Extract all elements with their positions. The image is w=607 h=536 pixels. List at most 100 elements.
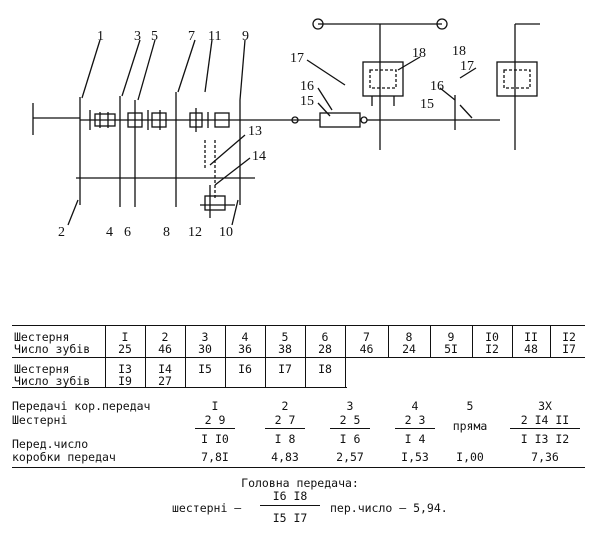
table1-teeth: 30	[198, 342, 212, 356]
table1-gear: I0	[485, 330, 499, 344]
table2-teeth: 27	[158, 374, 172, 388]
callout-7: 7	[188, 29, 195, 44]
table3-label-gearbox: Передачі кор.передач	[12, 399, 151, 413]
table3-ratio: 4,83	[271, 450, 299, 464]
table3-ratio: 7,8I	[201, 450, 229, 464]
table1-gear: 5	[281, 330, 289, 344]
table3-pair-bottom: I I3 I2	[520, 432, 570, 446]
table1-gear: I2	[562, 330, 576, 344]
table1-label-gear: Шестерня	[14, 330, 70, 344]
table3-ratio: I,53	[401, 450, 429, 464]
main-drive-denominator: I5 I7	[272, 511, 308, 525]
table2-gear: I7	[278, 362, 292, 376]
table1-top-border	[12, 325, 585, 326]
callout-17: 17	[290, 51, 304, 66]
table2-gear: I5	[198, 362, 212, 376]
table1-teeth: 25	[118, 342, 132, 356]
kinematic-scheme: 1 2 3 4 5 6 7 8 9 10 11 12 13 14 15 16 1…	[32, 18, 540, 240]
callout-rear-16: 16	[430, 79, 444, 94]
table3-pair-bottom: I 4	[404, 432, 426, 446]
table2-teeth: I9	[118, 374, 132, 388]
table1-teeth: 38	[278, 342, 292, 356]
table3-ratio: 2,57	[336, 450, 364, 464]
table2-gear: I6	[238, 362, 252, 376]
table3-ratio: I,00	[456, 450, 484, 464]
table1-gear: 4	[241, 330, 249, 344]
hub-15	[319, 112, 361, 128]
table1-bottom-border	[12, 357, 585, 358]
callout-rear-17: 17	[460, 59, 474, 74]
table3-gear-num: 4	[411, 399, 419, 413]
table3-gear-num: 3	[346, 399, 354, 413]
table3-ratio: 7,36	[531, 450, 559, 464]
main-drive-fraction-bar	[260, 505, 320, 506]
table2-label-teeth: Число зубів	[14, 374, 91, 388]
table1-gear: I	[121, 330, 129, 344]
fraction-bar	[195, 428, 235, 429]
table1-teeth: 46	[359, 342, 374, 356]
callout-2: 2	[58, 225, 65, 240]
table3-label-gears: Шестерні	[12, 413, 68, 427]
main-drive-suffix: пер.число – 5,94.	[330, 501, 448, 515]
table1-gear: II	[524, 330, 538, 344]
callout-9: 9	[242, 29, 249, 44]
callout-18: 18	[412, 46, 426, 61]
table2-gear: I8	[318, 362, 332, 376]
table1-label-teeth: Число зубів	[14, 342, 91, 356]
callout-16: 16	[300, 79, 314, 94]
table2-gear: I3	[118, 362, 132, 376]
fraction-bar	[395, 428, 435, 429]
callout-6: 6	[124, 225, 131, 240]
fraction-bar	[265, 428, 305, 429]
table3-pair-top: 2 I4 II	[520, 413, 570, 427]
callout-8: 8	[163, 225, 170, 240]
main-drive-numerator: I6 I8	[272, 489, 308, 503]
table1-teeth: 24	[402, 342, 416, 356]
callout-11: 11	[208, 29, 221, 44]
fraction-bar	[330, 428, 370, 429]
table2-bottom-border	[12, 387, 347, 388]
table1-teeth: I2	[485, 342, 499, 356]
table3-pair-bottom: I 8	[274, 432, 296, 446]
table3-gear-num: ЗХ	[538, 399, 552, 413]
main-drive-title: Головна передача:	[241, 476, 359, 490]
diff-rear	[496, 61, 538, 97]
diff-front	[362, 61, 404, 97]
table3-direct: пряма	[452, 419, 488, 433]
table3-pair-top: 2 9	[204, 413, 226, 427]
callout-12: 12	[188, 225, 202, 240]
table3-bottom-border	[12, 467, 585, 468]
table1-teeth: I7	[562, 342, 576, 356]
table1-teeth: 36	[238, 342, 252, 356]
callout-10: 10	[219, 225, 233, 240]
table1-gear: 7	[363, 330, 370, 344]
table3-pair-top: 2 3	[404, 413, 426, 427]
callout-13: 13	[248, 124, 262, 139]
callout-1: 1	[97, 29, 104, 44]
table3-gear-num: 5	[466, 399, 474, 413]
callout-rear-15: 15	[420, 97, 434, 112]
callout-4: 4	[106, 225, 113, 240]
table1-teeth: 46	[158, 342, 172, 356]
table3-pair-top: 2 7	[274, 413, 296, 427]
table1-teeth: 48	[524, 342, 538, 356]
table2-gear: I4	[158, 362, 172, 376]
table3-label-ratio-1: Перед.число	[12, 437, 89, 451]
callout-3: 3	[134, 29, 141, 44]
table3-label-ratio-2: коробки передач	[12, 450, 116, 464]
table1-label-divider	[105, 325, 106, 387]
table3-gear-num: 2	[281, 399, 289, 413]
table1-gear: 8	[405, 330, 413, 344]
table2-label-gear: Шестерня	[14, 362, 70, 376]
table3-pair-top: 2 5	[339, 413, 361, 427]
main-drive-prefix: шестерні –	[172, 501, 242, 515]
table1-gear: 3	[201, 330, 209, 344]
table1-teeth: 28	[318, 342, 332, 356]
fraction-bar	[510, 428, 580, 429]
table1-teeth: 5I	[444, 342, 458, 356]
callout-5: 5	[151, 29, 158, 44]
table1-gear: 6	[321, 330, 329, 344]
callout-14: 14	[252, 149, 266, 164]
table1-gear: 2	[161, 330, 169, 344]
table3-gear-num: I	[211, 399, 219, 413]
